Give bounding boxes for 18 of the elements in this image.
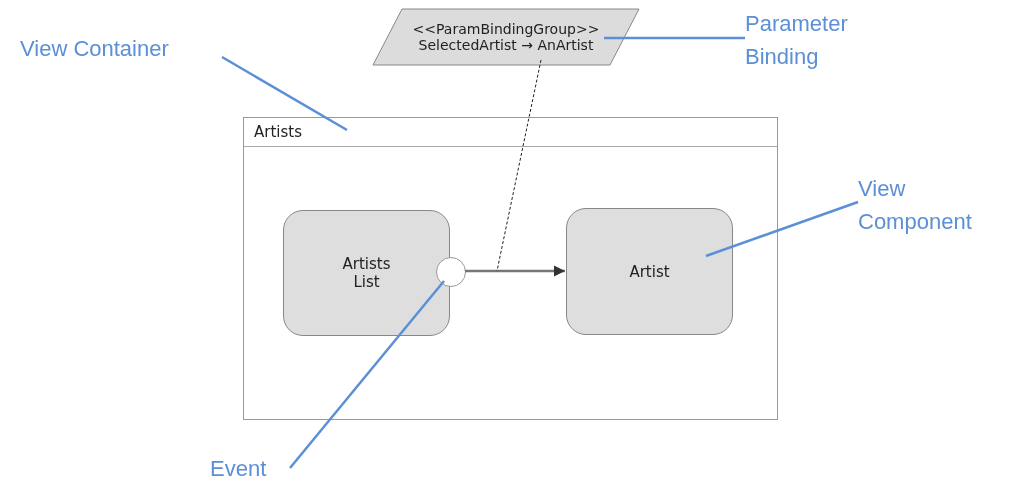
binding-label: <<ParamBindingGroup>> SelectedArtist → AnArtist: [411, 21, 601, 53]
arrow: [465, 265, 565, 277]
leader-line: [221, 55, 348, 132]
component-label: Artists List: [341, 255, 392, 291]
callout-label: View Component: [858, 172, 1018, 244]
component-label: Artist: [628, 262, 671, 281]
callout-label: Event: [210, 452, 290, 482]
leader-line: [289, 280, 445, 469]
callout-label: View Container: [20, 32, 230, 68]
leader-line: [705, 200, 859, 258]
leader-line: [604, 36, 745, 40]
parameter-binding-shape: [372, 8, 640, 66]
container-title: Artists: [254, 123, 302, 141]
view-container-box: [243, 117, 778, 420]
dashed-connector: [496, 59, 542, 272]
callout-label: Parameter Binding: [745, 7, 895, 79]
view-component-box: [283, 210, 450, 336]
view-component-box: [566, 208, 733, 335]
